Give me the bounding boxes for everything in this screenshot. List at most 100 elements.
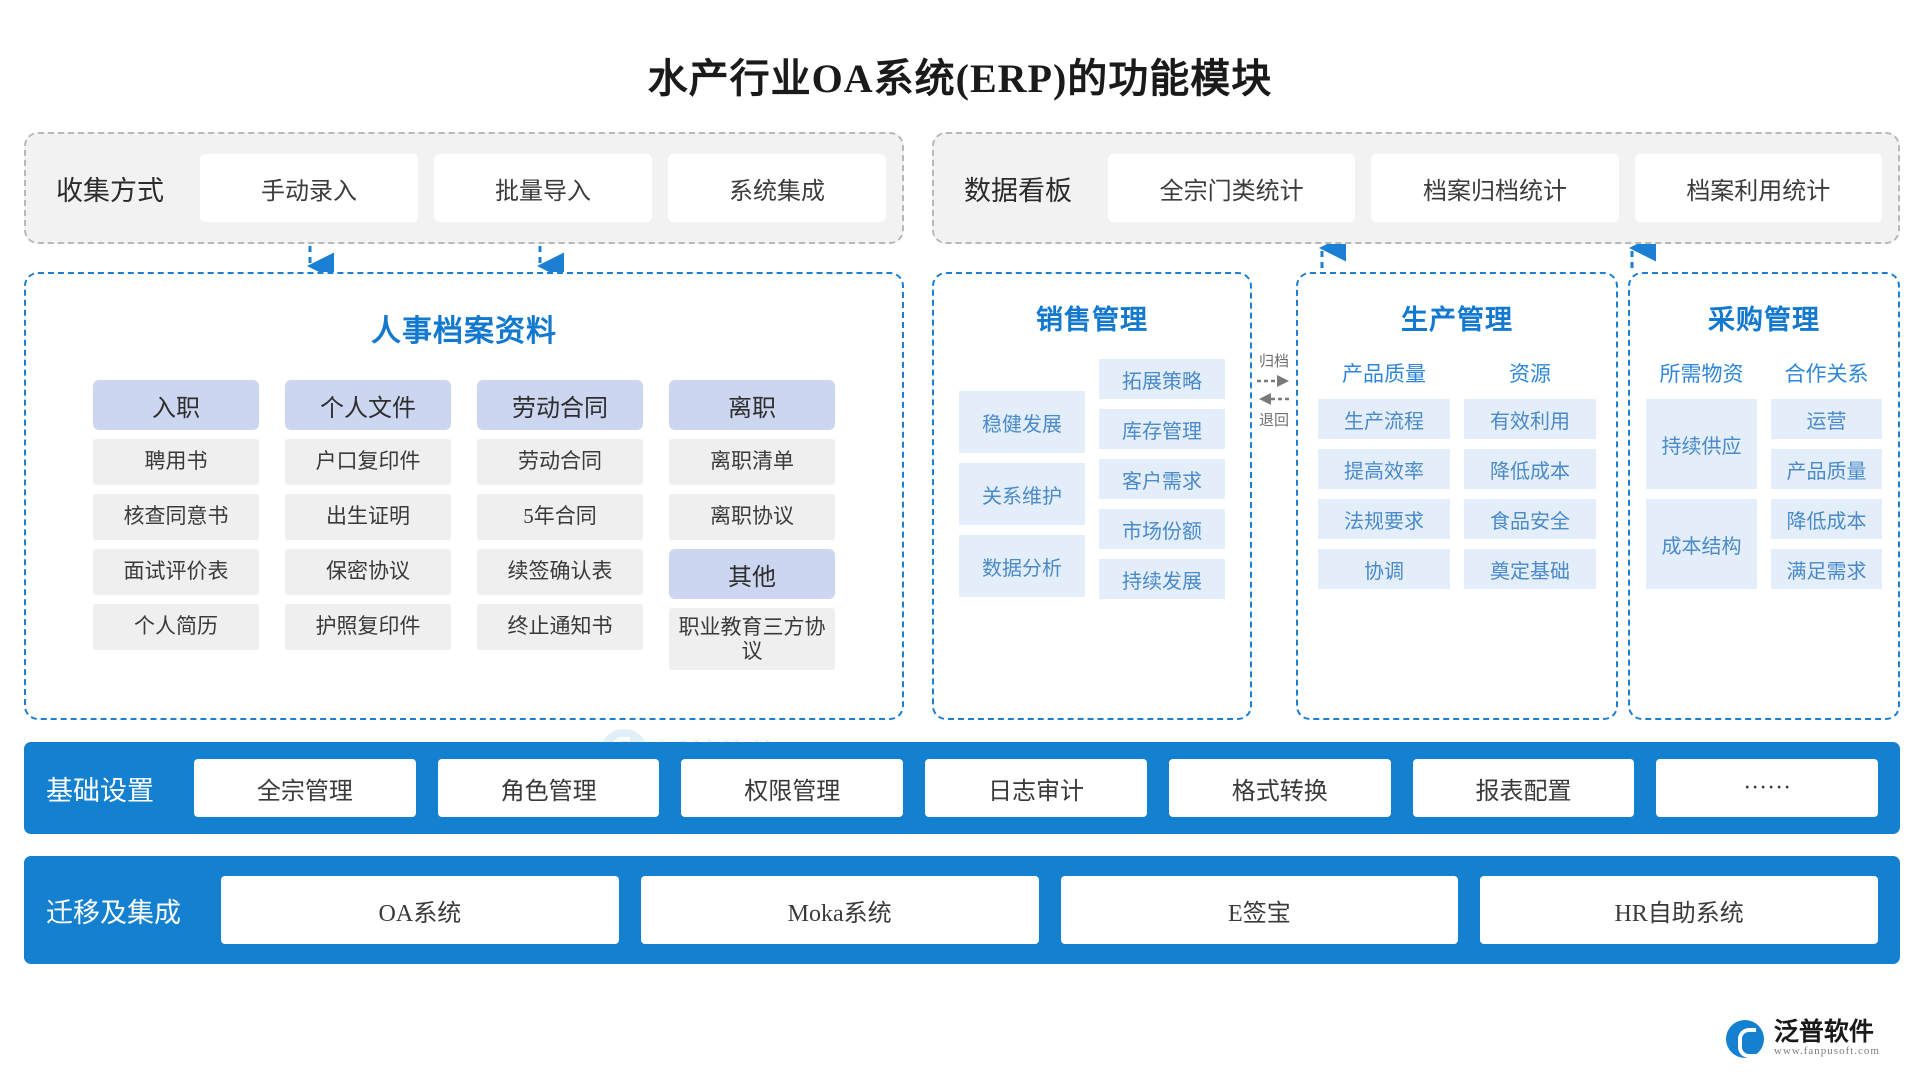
dashboard-chip-category[interactable]: 全宗门类统计 — [1108, 154, 1356, 222]
company-name-en: www.fanpusoft.com — [1773, 1045, 1880, 1058]
company-name-cn: 泛普软件 — [1773, 1019, 1874, 1047]
basic-chip-format-convert[interactable]: 格式转换 — [1168, 759, 1391, 817]
sales-chip[interactable]: 库存管理 — [1099, 409, 1225, 449]
production-chip[interactable]: 生产流程 — [1318, 399, 1450, 439]
collect-method-label: 收集方式 — [56, 175, 164, 206]
arrow-left-icon — [1259, 393, 1291, 405]
migration-chip-hr-self-service[interactable]: HR自助系统 — [1480, 876, 1878, 944]
production-head-resource: 资源 — [1509, 362, 1551, 386]
hr-item[interactable]: 保密协议 — [285, 549, 451, 595]
production-chip[interactable]: 降低成本 — [1464, 449, 1596, 489]
hr-column-onboarding: 入职 聘用书 核查同意书 面试评价表 个人简历 — [93, 380, 259, 670]
company-logo-text: 泛普软件 www.fanpusoft.com — [1773, 1019, 1880, 1058]
production-head-quality: 产品质量 — [1342, 362, 1426, 386]
hr-item[interactable]: 护照复印件 — [285, 604, 451, 650]
purchasing-chip[interactable]: 满足需求 — [1771, 549, 1882, 589]
hr-archive-panel: 人事档案资料 入职 聘用书 核查同意书 面试评价表 个人简历 个人文件 户口复印… — [24, 272, 904, 720]
hr-column-resignation: 离职 离职清单 离职协议 其他 职业教育三方协议 — [669, 380, 835, 670]
sales-column-right: 拓展策略 库存管理 客户需求 市场份额 持续发展 — [1099, 359, 1225, 599]
sales-chip[interactable]: 关系维护 — [959, 463, 1085, 525]
purchasing-column-materials: 所需物资 持续供应 成本结构 — [1646, 359, 1757, 589]
hr-item[interactable]: 离职协议 — [669, 494, 835, 540]
production-chip[interactable]: 提高效率 — [1318, 449, 1450, 489]
collect-chip-system[interactable]: 系统集成 — [668, 154, 886, 222]
sales-panel-title: 销售管理 — [1036, 305, 1148, 335]
company-logo: 泛普软件 www.fanpusoft.com — [1725, 1019, 1880, 1058]
purchasing-panel-title: 采购管理 — [1708, 305, 1820, 335]
collect-method-group: 收集方式 手动录入 批量导入 系统集成 — [24, 132, 904, 244]
purchasing-column-grid: 所需物资 持续供应 成本结构 合作关系 运营 产品质量 降低成本 满足需求 — [1630, 359, 1898, 589]
basic-chip-fonds[interactable]: 全宗管理 — [194, 759, 416, 817]
sales-column-left: 稳健发展 关系维护 数据分析 — [959, 359, 1085, 599]
purchasing-chip[interactable]: 产品质量 — [1771, 449, 1882, 489]
arrow-right-icon — [1257, 375, 1289, 387]
basic-settings-label: 基础设置 — [46, 775, 154, 806]
data-dashboard-group: 数据看板 全宗门类统计 档案归档统计 档案利用统计 — [932, 132, 1900, 244]
sales-chip[interactable]: 客户需求 — [1099, 459, 1225, 499]
hr-head-other[interactable]: 其他 — [669, 549, 835, 599]
page-title: 水产行业OA系统(ERP)的功能模块 — [647, 56, 1273, 101]
hr-head-labor-contract[interactable]: 劳动合同 — [477, 380, 643, 430]
basic-chip-more[interactable]: ······ — [1656, 759, 1879, 817]
purchasing-chip[interactable]: 降低成本 — [1771, 499, 1882, 539]
hr-item[interactable]: 个人简历 — [93, 604, 259, 650]
hr-item[interactable]: 续签确认表 — [477, 549, 643, 595]
archive-return-arrows: 归档 退回 — [1254, 350, 1294, 430]
collect-chip-batch[interactable]: 批量导入 — [434, 154, 652, 222]
purchasing-chip[interactable]: 持续供应 — [1646, 399, 1757, 489]
migration-chip-oa[interactable]: OA系统 — [221, 876, 619, 944]
migration-label: 迁移及集成 — [46, 897, 181, 928]
basic-chip-role[interactable]: 角色管理 — [437, 759, 660, 817]
production-column-resource: 资源 有效利用 降低成本 食品安全 奠定基础 — [1464, 359, 1596, 589]
hr-item[interactable]: 聘用书 — [93, 439, 259, 485]
production-chip[interactable]: 法规要求 — [1318, 499, 1450, 539]
purchasing-head-partnership: 合作关系 — [1784, 362, 1869, 386]
hr-item[interactable]: 职业教育三方协议 — [669, 608, 835, 670]
dashboard-chip-usage[interactable]: 档案利用统计 — [1634, 154, 1882, 222]
hr-item[interactable]: 核查同意书 — [93, 494, 259, 540]
purchasing-chip[interactable]: 成本结构 — [1646, 499, 1757, 589]
sales-chip[interactable]: 市场份额 — [1099, 509, 1225, 549]
middle-panel-row: 人事档案资料 入职 聘用书 核查同意书 面试评价表 个人简历 个人文件 户口复印… — [24, 272, 1900, 720]
basic-settings-bar: 基础设置 全宗管理 角色管理 权限管理 日志审计 格式转换 报表配置 ·····… — [24, 742, 1900, 834]
sales-chip[interactable]: 稳健发展 — [959, 391, 1085, 453]
basic-chip-report-config[interactable]: 报表配置 — [1412, 759, 1635, 817]
hr-column-labor-contract: 劳动合同 劳动合同 5年合同 续签确认表 终止通知书 — [477, 380, 643, 670]
purchasing-head-materials: 所需物资 — [1659, 362, 1744, 386]
data-dashboard-label: 数据看板 — [964, 175, 1072, 206]
purchasing-chip[interactable]: 运营 — [1771, 399, 1882, 439]
hr-column-personal-files: 个人文件 户口复印件 出生证明 保密协议 护照复印件 — [285, 380, 451, 670]
sales-chip[interactable]: 持续发展 — [1099, 559, 1225, 599]
basic-chip-permission[interactable]: 权限管理 — [681, 759, 904, 817]
hr-item[interactable]: 面试评价表 — [93, 549, 259, 595]
purchasing-management-panel: 采购管理 所需物资 持续供应 成本结构 合作关系 运营 产品质量 降低成本 满足… — [1628, 272, 1900, 720]
collect-chip-manual[interactable]: 手动录入 — [200, 154, 418, 222]
hr-item[interactable]: 户口复印件 — [285, 439, 451, 485]
basic-chip-audit-log[interactable]: 日志审计 — [925, 759, 1147, 817]
production-chip[interactable]: 有效利用 — [1464, 399, 1596, 439]
hr-head-personal-files[interactable]: 个人文件 — [285, 380, 451, 430]
production-column-grid: 产品质量 生产流程 提高效率 法规要求 协调 资源 有效利用 降低成本 食品安全… — [1298, 359, 1616, 589]
sales-chip[interactable]: 拓展策略 — [1099, 359, 1225, 399]
migration-chip-moka[interactable]: Moka系统 — [640, 876, 1039, 944]
hr-item[interactable]: 劳动合同 — [477, 439, 643, 485]
production-management-panel: 生产管理 产品质量 生产流程 提高效率 法规要求 协调 资源 有效利用 降低成本… — [1296, 272, 1618, 720]
production-chip[interactable]: 协调 — [1318, 549, 1450, 589]
hr-item[interactable]: 5年合同 — [477, 494, 643, 540]
production-chip[interactable]: 奠定基础 — [1464, 549, 1596, 589]
sales-chip[interactable]: 数据分析 — [959, 535, 1085, 597]
archive-forward-label: 归档 — [1258, 354, 1289, 370]
sales-management-panel: 销售管理 稳健发展 关系维护 数据分析 拓展策略 库存管理 客户需求 市场份额 … — [932, 272, 1252, 720]
hr-item[interactable]: 出生证明 — [285, 494, 451, 540]
hr-panel-title: 人事档案资料 — [371, 315, 557, 348]
hr-head-resignation[interactable]: 离职 — [669, 380, 835, 430]
hr-item[interactable]: 终止通知书 — [477, 604, 643, 650]
production-panel-title: 生产管理 — [1401, 305, 1513, 335]
archive-return-label: 退回 — [1258, 413, 1289, 429]
hr-head-onboarding[interactable]: 入职 — [93, 380, 259, 430]
migration-chip-esign[interactable]: E签宝 — [1060, 876, 1459, 944]
dashboard-chip-filing[interactable]: 档案归档统计 — [1371, 154, 1619, 222]
production-chip[interactable]: 食品安全 — [1464, 499, 1596, 539]
hr-item[interactable]: 离职清单 — [669, 439, 835, 485]
migration-integration-bar: 迁移及集成 OA系统 Moka系统 E签宝 HR自助系统 — [24, 856, 1900, 964]
